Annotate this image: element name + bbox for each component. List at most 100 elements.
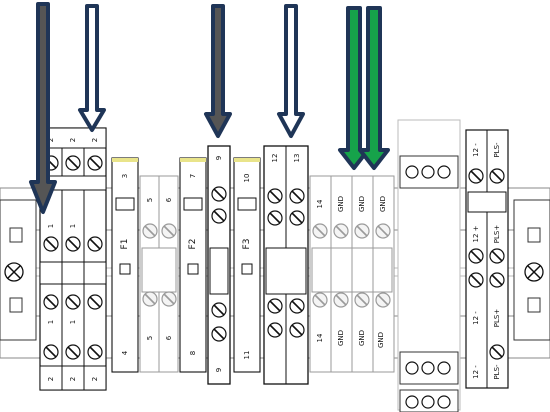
screw-icon [211, 326, 227, 342]
screw-icon [43, 344, 59, 360]
screw-icon [87, 294, 103, 310]
arrow-outline-4 [277, 4, 305, 138]
fuse-bottom-label: 8 [189, 351, 197, 355]
screw-icon [468, 272, 484, 288]
screw-icon [289, 322, 305, 338]
screw-icon [43, 236, 59, 252]
terminal-group-right: 12 - PLS- 12 + PLS+ 12 - PLS+ 12 - PLS- [465, 129, 509, 389]
terminal-label: 14 [316, 199, 324, 208]
screw-icon [87, 344, 103, 360]
relay-module [397, 119, 461, 412]
arrow-dark-1 [29, 2, 57, 214]
screw-icon [142, 223, 158, 239]
fuse-block-f3: 10 F3 11 [233, 157, 261, 373]
terminal-label: 12 + [472, 225, 480, 242]
led-icon [405, 361, 419, 375]
terminal-block-9: 9 9 [207, 145, 231, 385]
screw-icon [267, 298, 283, 314]
led-icon [437, 361, 451, 375]
terminal-label: PLS- [493, 142, 501, 158]
wire-label: 2 [91, 377, 99, 381]
screw-icon [43, 294, 59, 310]
arrow-green-6 [358, 6, 390, 170]
screw-icon [289, 210, 305, 226]
terminal-label: GND [337, 196, 345, 212]
fuse-name: F3 [242, 239, 252, 250]
screw-icon [142, 291, 158, 307]
terminal-label: 12 - [472, 365, 480, 379]
terminal-label: GND [379, 196, 387, 212]
led-icon [437, 395, 451, 409]
terminal-label: 9 [215, 156, 223, 160]
screw-icon [312, 223, 328, 239]
screw-icon [375, 292, 391, 308]
fuse-block-f2: 7 F2 8 [179, 157, 207, 373]
terminal-group-a: 2 2 2 1 1 1 1 2 2 2 [39, 127, 107, 391]
gray-terminal-pair: 5 6 5 6 [139, 175, 179, 373]
led-icon [405, 395, 419, 409]
screw-icon [211, 186, 227, 202]
terminal-label: PLS- [493, 364, 501, 380]
fuse-bottom-label: 11 [243, 351, 251, 360]
terminal-label: GND [337, 330, 345, 346]
terminal-label: PLS+ [493, 225, 501, 244]
gnd-terminal-group: 14 GND GND GND 14 GND GND GND [309, 175, 395, 373]
terminal-label: GND [358, 330, 366, 346]
screw-icon [87, 155, 103, 171]
wire-label: 1 [47, 320, 55, 324]
fuse-name: F2 [188, 239, 198, 250]
screw-icon [65, 236, 81, 252]
screw-icon [267, 210, 283, 226]
led-icon [421, 361, 435, 375]
screw-icon [333, 223, 349, 239]
screw-icon [489, 344, 505, 360]
wire-label: 2 [47, 377, 55, 381]
screw-icon [161, 223, 177, 239]
terminal-label: 9 [215, 368, 223, 372]
fuse-bottom-label: 4 [121, 350, 129, 355]
terminal-label: GND [358, 196, 366, 212]
led-icon [437, 165, 451, 179]
wire-label: 1 [69, 224, 77, 228]
screw-icon [65, 344, 81, 360]
terminal-label: GND [377, 332, 385, 348]
screw-icon [289, 188, 305, 204]
screw-icon [354, 223, 370, 239]
left-end-plate [0, 199, 37, 341]
right-end-plate [513, 199, 550, 341]
arrow-outline-2 [78, 4, 106, 132]
terminal-label: 14 [316, 333, 324, 342]
wire-label: 2 [69, 138, 77, 142]
terminal-label: 12 [271, 154, 279, 163]
terminal-label: 13 [293, 154, 301, 163]
wire-label: 2 [91, 138, 99, 142]
screw-icon [468, 168, 484, 184]
screw-icon [489, 168, 505, 184]
fuse-name: F1 [120, 239, 130, 250]
screw-icon [312, 292, 328, 308]
screw-icon [489, 272, 505, 288]
wire-label: 1 [69, 320, 77, 324]
wire-label: 1 [47, 224, 55, 228]
led-icon [421, 165, 435, 179]
led-icon [421, 395, 435, 409]
terminal-block-12-13: 12 13 [263, 145, 309, 385]
screw-icon [65, 155, 81, 171]
screw-icon [87, 236, 103, 252]
terminal-label: 6 [165, 335, 173, 340]
screw-icon [333, 292, 349, 308]
terminal-label: 12 - [472, 311, 480, 325]
screw-icon [375, 223, 391, 239]
screw-icon [161, 291, 177, 307]
screw-icon [65, 294, 81, 310]
fuse-top-label: 3 [121, 174, 129, 178]
screw-icon [211, 302, 227, 318]
terminal-label: 12 - [472, 143, 480, 157]
fuse-top-label: 7 [189, 174, 197, 178]
led-icon [405, 165, 419, 179]
wire-label: 2 [47, 138, 55, 142]
fuse-block-f1: 3 F1 4 [111, 157, 139, 373]
screw-icon [354, 292, 370, 308]
wire-label: 2 [69, 377, 77, 381]
